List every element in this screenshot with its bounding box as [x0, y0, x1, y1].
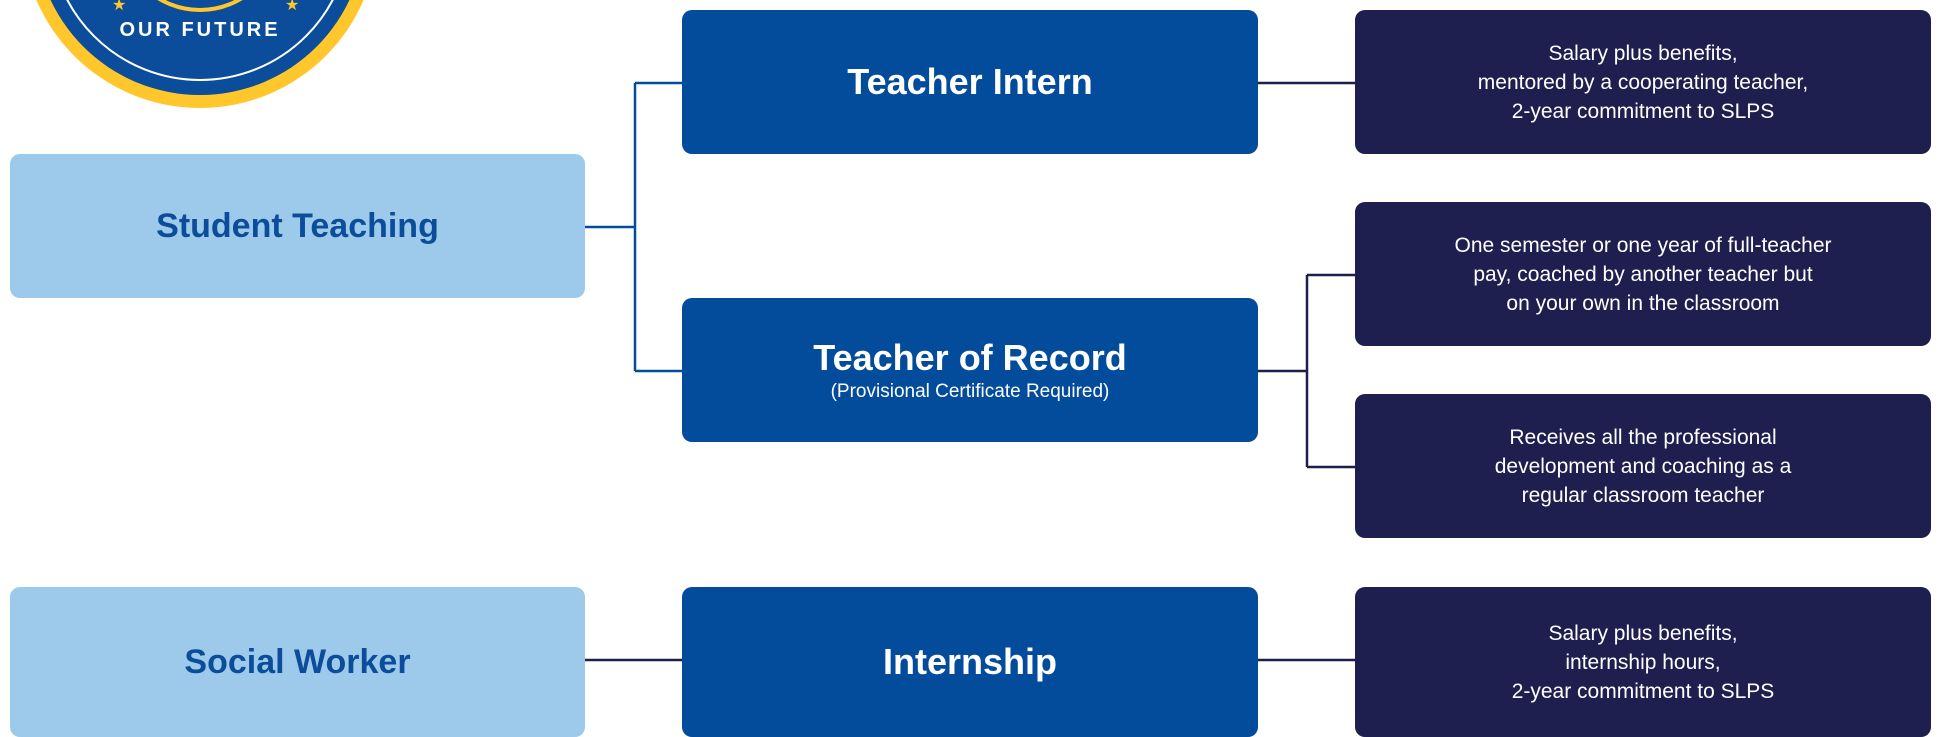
teacher-of-record-pay-details: One semester or one year of full-teacher… [1355, 202, 1931, 346]
internship-box: Internship [682, 587, 1258, 737]
seal-inner-line [66, 0, 334, 81]
connector-student-branch [585, 81, 682, 373]
seal-motto: OUR FUTURE [119, 19, 280, 41]
detail-line: Salary plus benefits, [1548, 621, 1738, 645]
detail-line: regular classroom teacher [1521, 483, 1765, 507]
teacher-of-record-note: (Provisional Certificate Required) [830, 381, 1110, 402]
detail-line: Receives all the professional [1509, 425, 1777, 449]
detail-line: 2-year commitment to SLPS [1511, 679, 1775, 703]
star-right-icon: ★ [285, 0, 299, 14]
detail-line: 2-year commitment to SLPS [1511, 99, 1775, 123]
student-teaching-label: Student Teaching [156, 206, 439, 245]
star-left-icon: ★ [112, 0, 126, 14]
detail-line: mentored by a cooperating teacher, [1477, 70, 1809, 94]
seal-inner-disc [50, 0, 350, 95]
connector-record-branch [1258, 273, 1355, 469]
teacher-of-record-label: Teacher of Record [813, 337, 1127, 378]
student-teaching-box: Student Teaching [10, 154, 585, 298]
detail-line: pay, coached by another teacher but [1473, 262, 1813, 286]
detail-line: internship hours, [1565, 650, 1721, 674]
district-seal-logo: ★ ★ OUR FUTURE [36, 0, 364, 108]
internship-details: Salary plus benefits, internship hours, … [1355, 587, 1931, 737]
detail-line: One semester or one year of full-teacher [1454, 233, 1832, 257]
detail-line: on your own in the classroom [1506, 291, 1780, 315]
teacher-of-record-box: Teacher of Record (Provisional Certifica… [682, 298, 1258, 442]
teacher-of-record-pd-details: Receives all the professional developmen… [1355, 394, 1931, 538]
detail-line: development and coaching as a [1494, 454, 1792, 478]
internship-label: Internship [882, 641, 1057, 682]
detail-line: Salary plus benefits, [1548, 41, 1738, 65]
seal-center [157, 0, 243, 12]
teacher-intern-details: Salary plus benefits, mentored by a coop… [1355, 10, 1931, 154]
teacher-intern-box: Teacher Intern [682, 10, 1258, 154]
teacher-intern-label: Teacher Intern [847, 61, 1093, 102]
social-worker-label: Social Worker [184, 642, 411, 681]
social-worker-box: Social Worker [10, 587, 585, 737]
